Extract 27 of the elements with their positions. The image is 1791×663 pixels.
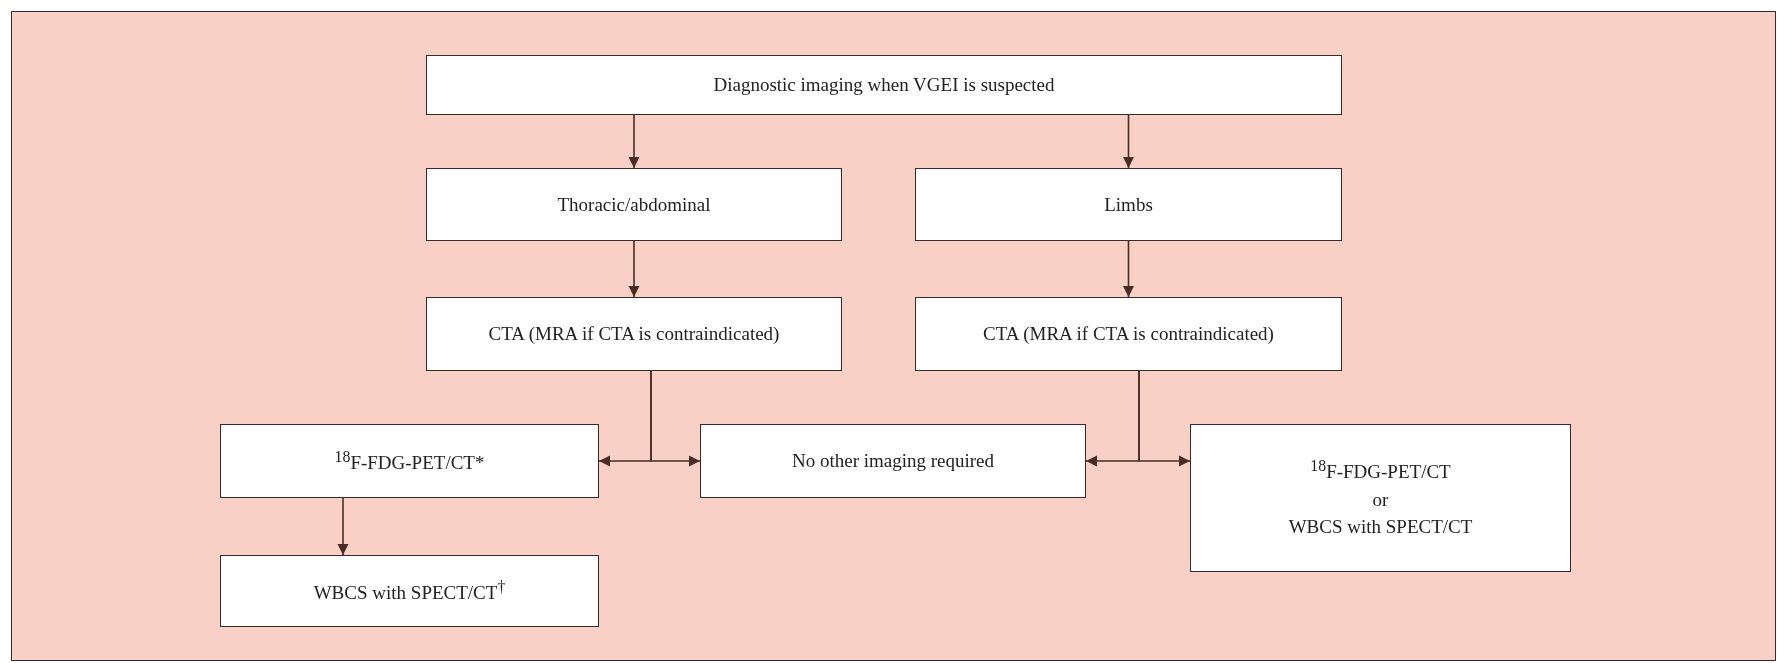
arrow xyxy=(628,240,640,298)
box-label: WBCS with SPECT/CT xyxy=(1288,515,1473,540)
arrow xyxy=(650,370,701,467)
box-label: WBCS with SPECT/CT$^{†}$ xyxy=(313,576,506,605)
box-label: or xyxy=(1372,487,1389,512)
process-box xyxy=(220,555,599,627)
process-box xyxy=(915,168,1342,241)
process-box xyxy=(220,424,599,498)
box-label: Thoracic/abdominal xyxy=(557,192,711,217)
box-label: No other imaging required xyxy=(791,449,995,474)
process-box xyxy=(426,168,842,241)
process-box xyxy=(426,55,1342,115)
process-box xyxy=(700,424,1086,498)
arrow xyxy=(1122,114,1135,169)
box-label: $^{18}$F-FDG-PET/CT xyxy=(1310,456,1451,485)
arrow xyxy=(628,114,640,169)
process-box xyxy=(426,297,842,371)
arrow xyxy=(1138,370,1191,467)
box-label: CTA (MRA if CTA is contraindicated) xyxy=(488,322,780,347)
box-label: $^{18}$F-FDG-PET/CT* xyxy=(334,446,485,475)
process-box xyxy=(915,297,1342,371)
box-label: CTA (MRA if CTA is contraindicated) xyxy=(983,322,1274,347)
box-label: Diagnostic imaging when VGEI is suspected xyxy=(713,73,1055,98)
arrow xyxy=(337,497,349,556)
arrow xyxy=(1122,240,1135,298)
process-box xyxy=(1190,424,1571,572)
box-label: Limbs xyxy=(1104,192,1153,217)
